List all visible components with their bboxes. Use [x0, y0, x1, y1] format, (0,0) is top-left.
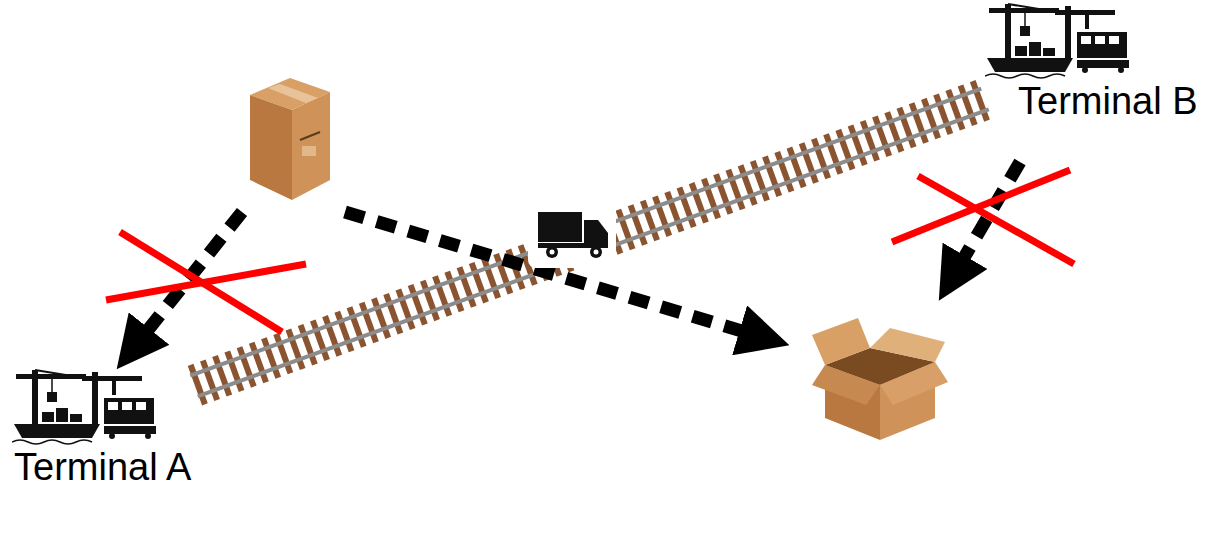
dashed-arrow	[128, 162, 1020, 355]
terminal-label: Terminal B	[1018, 80, 1198, 124]
terminal-label: Terminal A	[14, 446, 191, 490]
terminal-icon	[985, 2, 1135, 80]
open-box	[812, 318, 948, 440]
red-cross	[106, 170, 1074, 332]
terminal: Terminal A	[12, 368, 194, 490]
truck-icon	[528, 196, 616, 268]
closed-box	[250, 78, 330, 200]
terminal: Terminal B	[985, 2, 1200, 124]
railway-track	[190, 81, 989, 404]
terminal-icon	[12, 368, 162, 446]
